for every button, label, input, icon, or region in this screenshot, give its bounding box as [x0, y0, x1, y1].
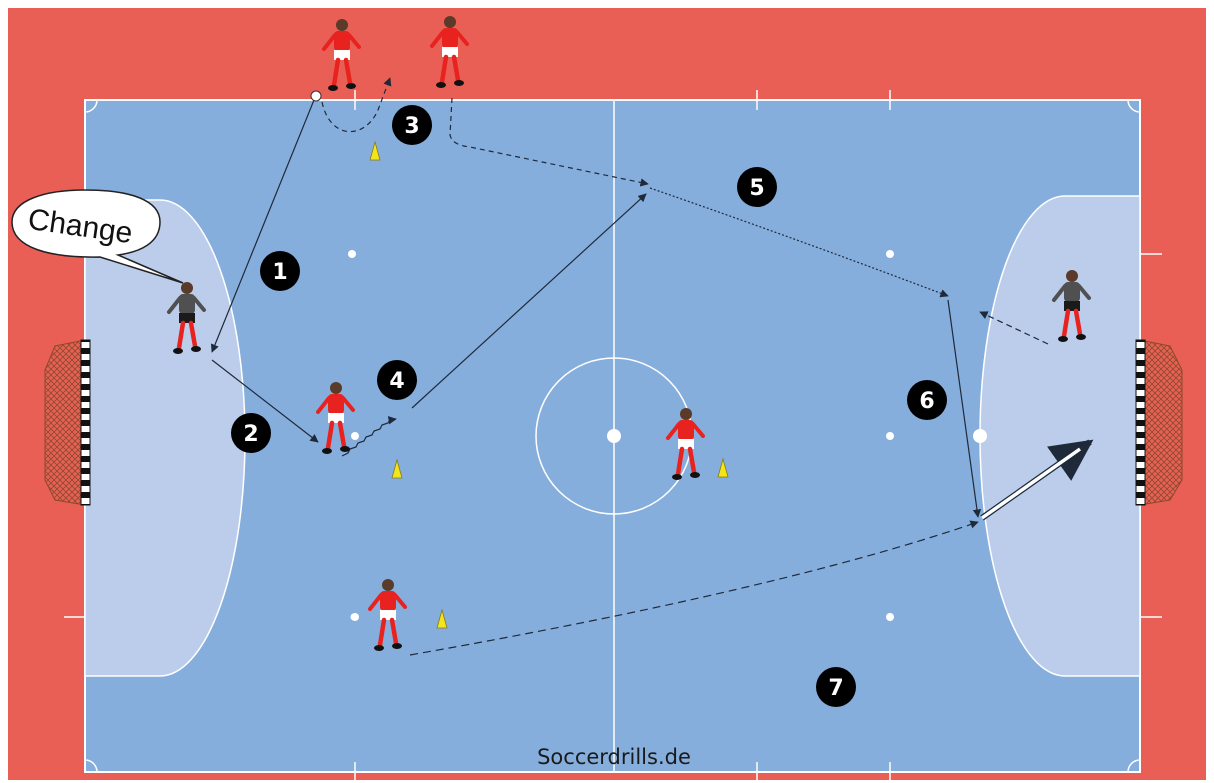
centre-spot [607, 429, 621, 443]
step-marker-label: 1 [272, 260, 287, 285]
step-marker-6: 6 [907, 380, 947, 420]
mark-spot [886, 250, 894, 258]
step-marker-2: 2 [231, 413, 271, 453]
left-penalty-area [85, 200, 245, 676]
step-marker-3: 3 [392, 105, 432, 145]
step-marker-1: 1 [260, 251, 300, 291]
step-marker-4: 4 [377, 360, 417, 400]
step-marker-label: 4 [389, 369, 404, 394]
step-marker-label: 3 [404, 114, 419, 139]
step-marker-label: 2 [243, 422, 258, 447]
step-marker-7: 7 [816, 667, 856, 707]
right-goal [1136, 340, 1182, 505]
left-goal [45, 340, 90, 505]
futsal-court [64, 90, 1162, 782]
right-penalty-area [980, 196, 1140, 676]
mark-spot [886, 613, 894, 621]
step-marker-label: 7 [828, 676, 843, 701]
mark-spot [886, 432, 894, 440]
left-penalty-spot [351, 432, 359, 440]
step-marker-5: 5 [737, 167, 777, 207]
mark-spot [348, 250, 356, 258]
step-marker-label: 6 [919, 389, 934, 414]
right-penalty-spot [973, 429, 987, 443]
ball [311, 91, 321, 101]
step-marker-label: 5 [749, 176, 764, 201]
ball [351, 614, 358, 621]
credit-text: Soccerdrills.de [537, 745, 691, 769]
